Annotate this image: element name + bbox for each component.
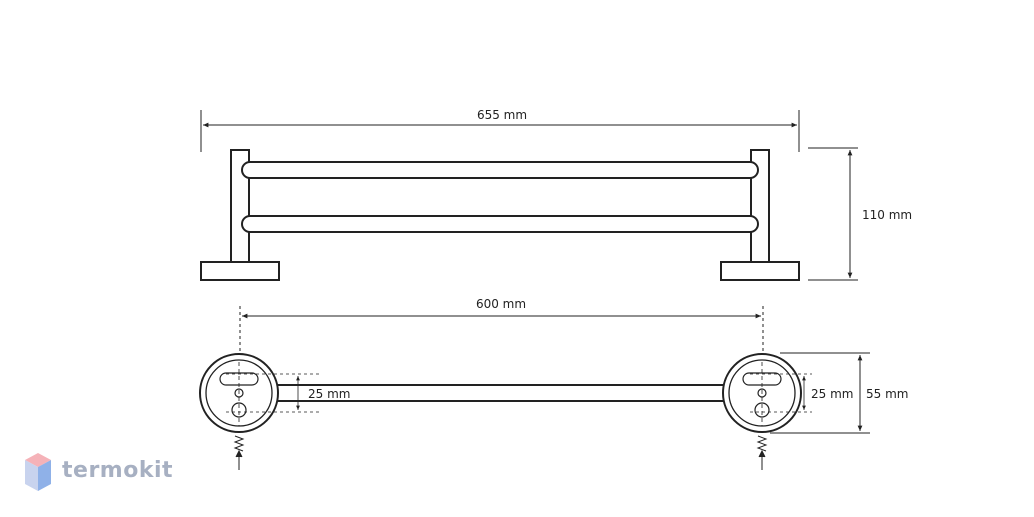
overall-width-label: 655 mm [477, 108, 527, 122]
right-base [720, 261, 800, 281]
brand-name: termokit [62, 458, 174, 483]
left-wall-plate [199, 353, 279, 433]
left-screw [233, 435, 245, 470]
height-label: 110 mm [862, 208, 912, 222]
brand-logo-icon [25, 453, 51, 491]
plate-diameter-label: 55 mm [866, 387, 908, 401]
right-wall-plate [722, 353, 802, 433]
lower-bar [241, 215, 759, 233]
dim-mount-spacing [239, 306, 764, 352]
dim-plate-diameter [770, 352, 870, 434]
dim-overall-width [200, 110, 800, 152]
dim-height [808, 147, 858, 281]
hole-spacing-right-label: 25 mm [811, 387, 853, 401]
mount-spacing-label: 600 mm [476, 297, 526, 311]
dim-hole-spacing-left [226, 373, 322, 413]
front-view [200, 149, 800, 281]
hole-spacing-left-label: 25 mm [308, 387, 350, 401]
left-base [200, 261, 280, 281]
right-screw [756, 435, 768, 470]
upper-bar [241, 161, 759, 179]
dim-hole-spacing-right [750, 373, 812, 413]
